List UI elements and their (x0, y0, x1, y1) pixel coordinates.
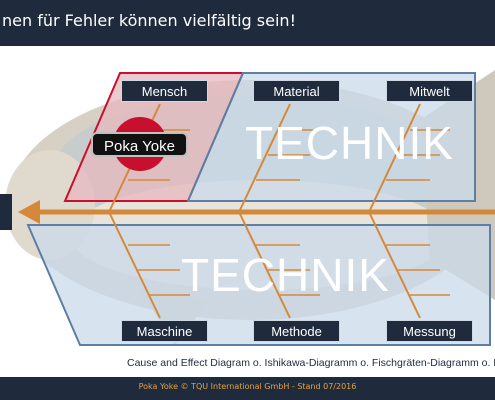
header-bar: nen für Fehler können vielfältig sein! (0, 0, 495, 46)
category-methode: Methode (253, 320, 340, 342)
technik-label-top: TECHNIK (245, 117, 454, 169)
category-mensch: Mensch (121, 80, 208, 102)
technik-label-bottom: TECHNIK (181, 249, 390, 301)
poka-yoke-label: Poka Yoke (91, 132, 188, 157)
bottom-panel (26, 224, 491, 346)
footer-text: Poka Yoke © TQU International GmbH - Sta… (138, 382, 357, 391)
effect-box (0, 194, 12, 230)
category-mitwelt: Mitwelt (386, 80, 473, 102)
slide-title: nen für Fehler können vielfältig sein! (2, 11, 296, 30)
category-material: Material (253, 80, 340, 102)
spine-arrowhead (18, 200, 40, 224)
diagram-caption: Cause and Effect Diagram o. Ishikawa-Dia… (127, 357, 495, 369)
category-maschine: Maschine (121, 320, 208, 342)
bottom-bones (109, 213, 421, 319)
category-messung: Messung (386, 320, 473, 342)
footer-bar: Poka Yoke © TQU International GmbH - Sta… (0, 377, 495, 400)
